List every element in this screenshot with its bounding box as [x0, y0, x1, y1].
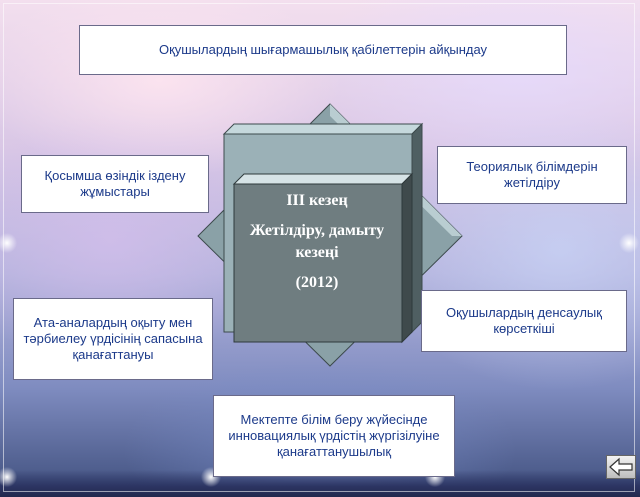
star-inner-panel-top	[232, 173, 414, 185]
top-box: Оқушылардың шығармашылық қабілеттерін ай…	[79, 25, 567, 75]
left-arrow-icon	[609, 457, 633, 477]
bottom-box: Мектепте білім беру жүйесінде инновациял…	[213, 395, 455, 477]
left-lower-box: Ата-аналардың оқыту мен тәрбиелеу үрдісі…	[13, 298, 213, 380]
sparkle-decoration	[0, 466, 18, 488]
star-front-square-top	[222, 123, 424, 135]
right-upper-box: Теориялық білімдерін жетілдіру	[437, 146, 627, 204]
central-star-shape	[197, 103, 463, 367]
star-inner-panel-side	[401, 172, 413, 344]
sparkle-decoration	[0, 232, 18, 254]
stage-label: ІІІ кезең	[286, 192, 348, 209]
right-lower-box: Оқушылардың денсаулық көрсеткіші	[421, 290, 627, 352]
central-stage-text: ІІІ кезең Жетілдіру, дамыту кезеңі (2012…	[236, 190, 398, 340]
left-upper-box: Қосымша өзіндік іздену жұмыстары	[21, 155, 209, 213]
sparkle-decoration	[618, 232, 640, 254]
stage-name: Жетілдіру, дамыту кезеңі	[249, 222, 385, 261]
stage-year: (2012)	[295, 274, 339, 291]
back-button[interactable]	[606, 455, 636, 479]
